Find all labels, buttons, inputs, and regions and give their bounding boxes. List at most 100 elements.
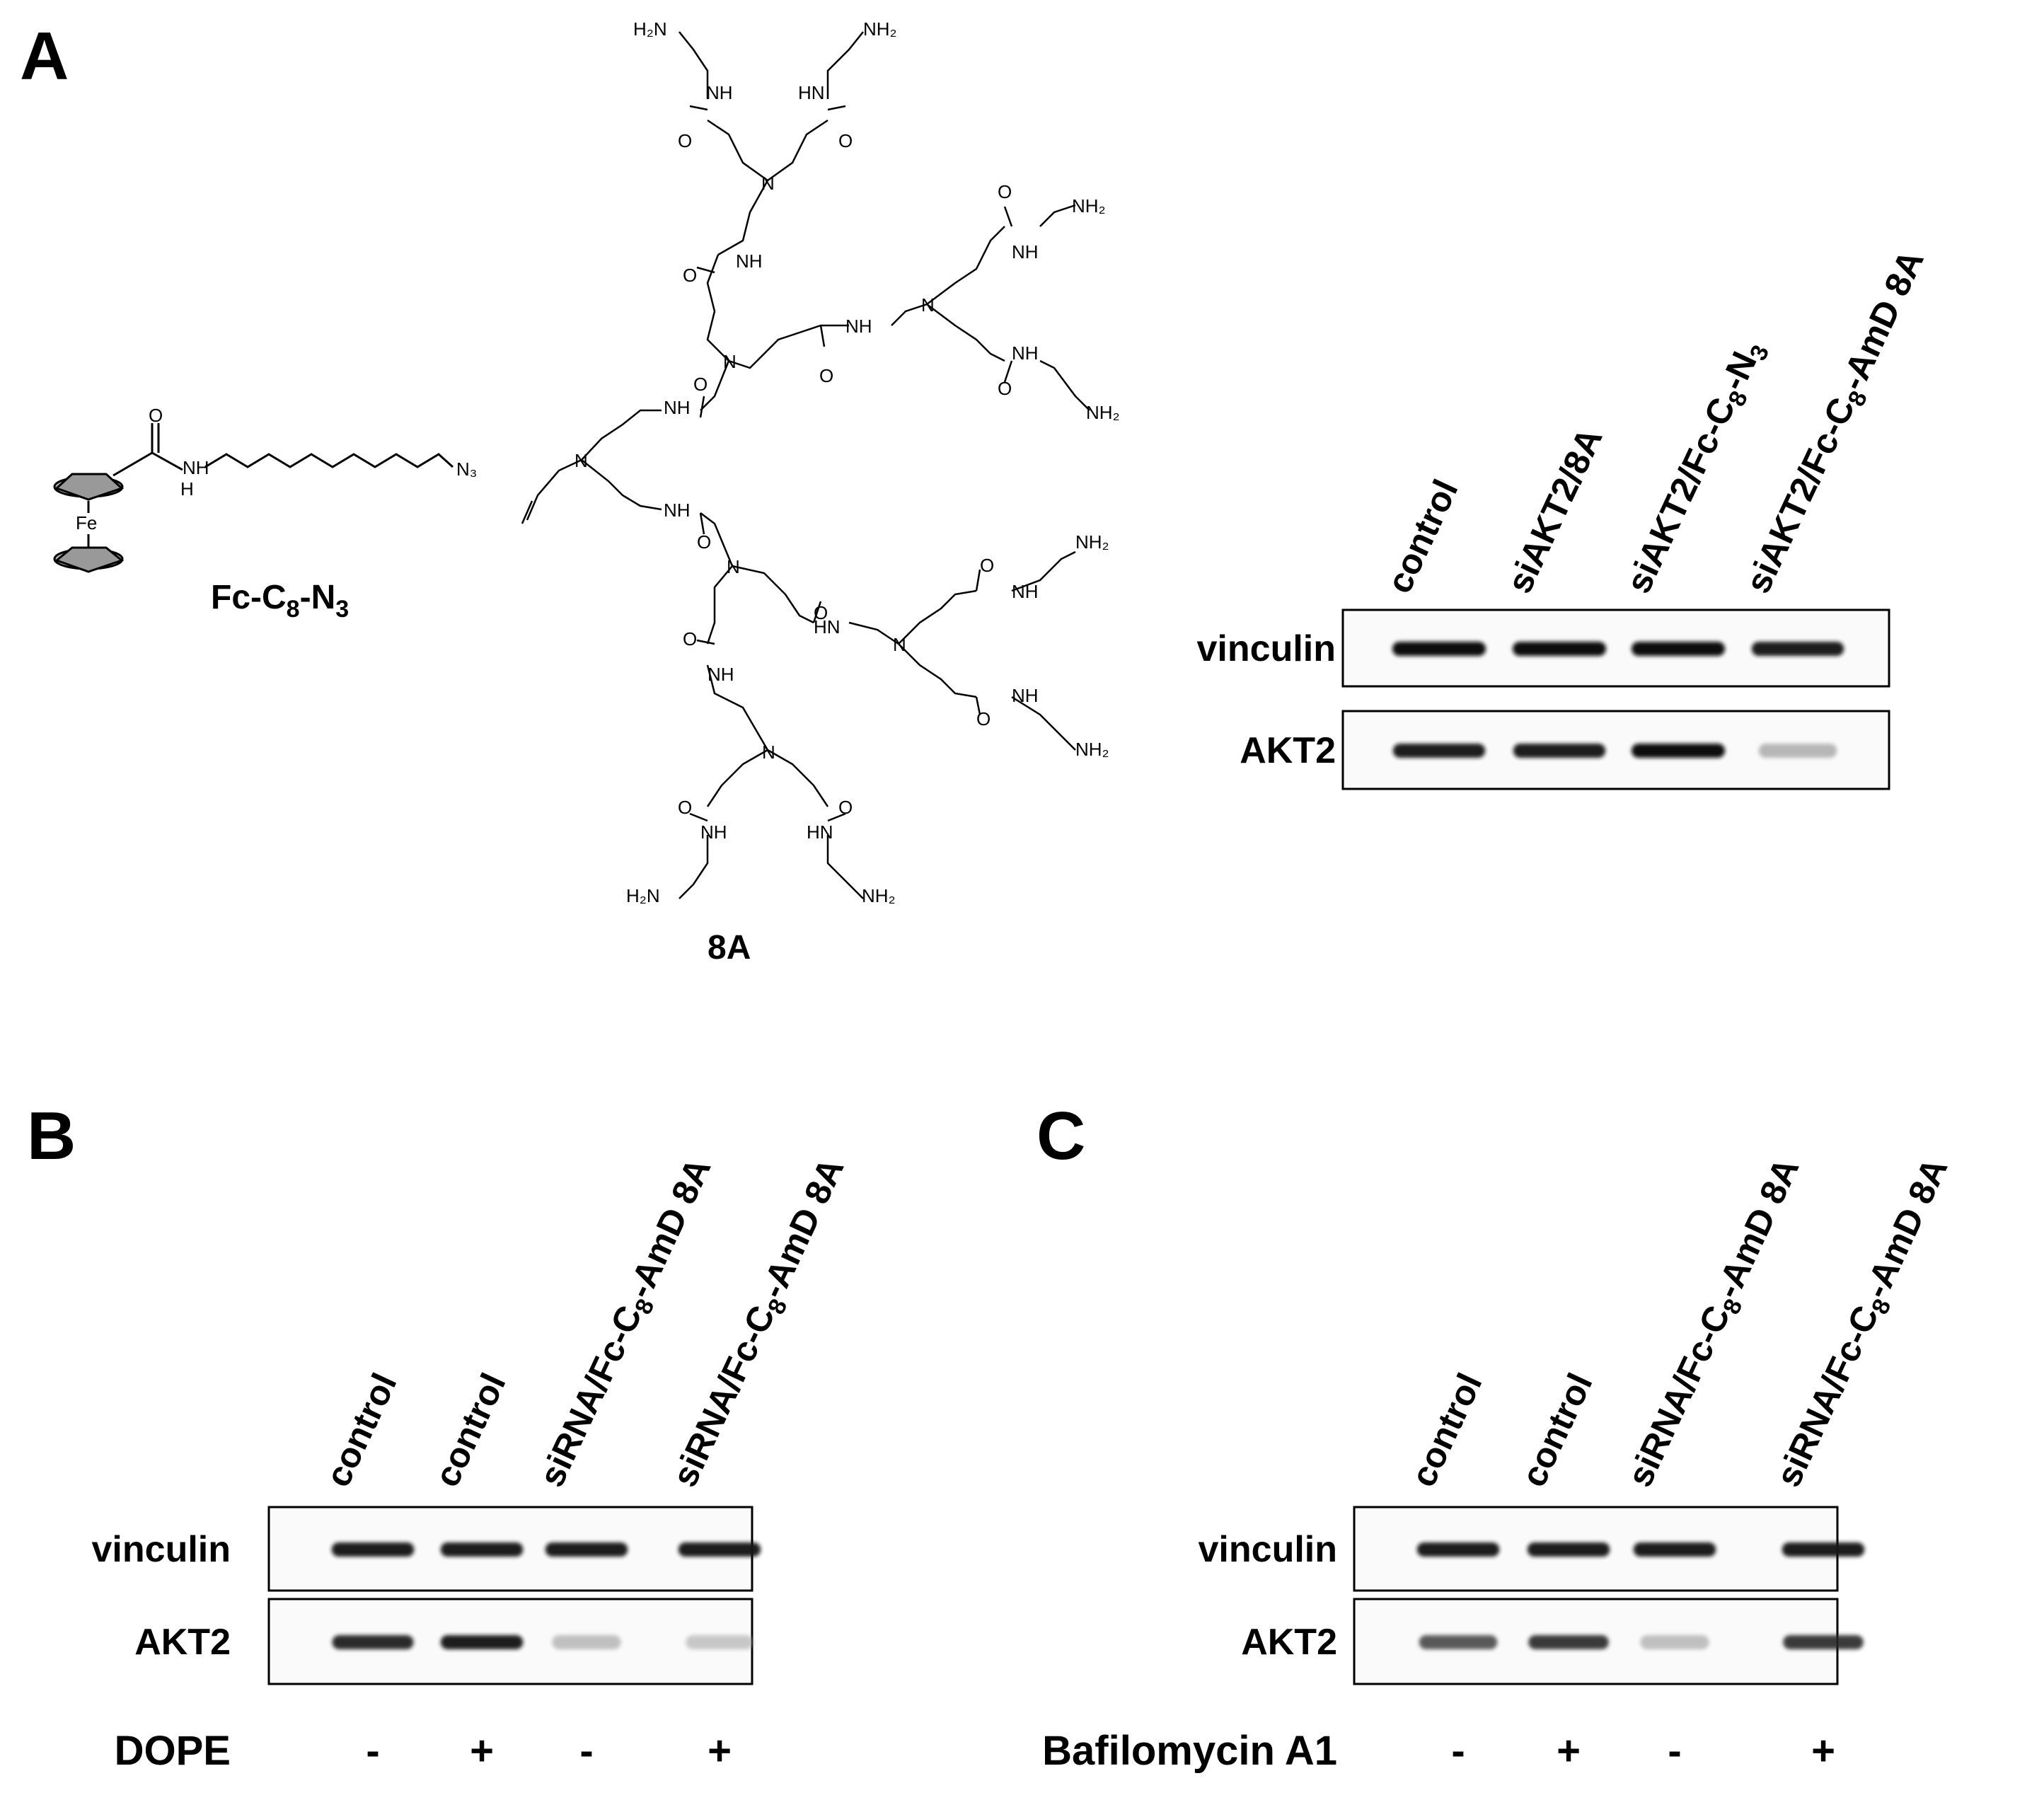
svg-text:O: O [678, 130, 692, 151]
condition-label: Bafilomycin A1 [1042, 1728, 1337, 1774]
blot-band [1632, 744, 1725, 758]
svg-text:NH: NH [706, 82, 733, 103]
structure-dendrimer-8a [521, 31, 1090, 899]
condition-value: + [1811, 1728, 1835, 1774]
blot-row-label: vinculin [1197, 628, 1336, 669]
lane-label: control [1403, 1367, 1489, 1492]
blot-band [686, 1635, 753, 1649]
panel-label-b: B [27, 1098, 76, 1174]
blot-band [1527, 1542, 1610, 1557]
condition-value: - [366, 1728, 379, 1774]
svg-text:N: N [574, 450, 588, 471]
svg-text:HN: HN [807, 821, 833, 843]
condition-value: - [1668, 1728, 1681, 1774]
blot-band [1416, 1542, 1500, 1557]
svg-text:NH₂: NH₂ [862, 885, 896, 906]
svg-text:NH₂: NH₂ [1086, 402, 1120, 423]
svg-text:O: O [976, 708, 991, 729]
lane-label: control [427, 1367, 513, 1492]
svg-text:N: N [727, 556, 740, 577]
panel-label-c: C [1037, 1098, 1085, 1174]
condition-value: - [1451, 1728, 1465, 1774]
blot-band [1633, 1542, 1716, 1557]
blot-band [332, 1635, 414, 1649]
blot-band [440, 1542, 524, 1557]
blot-band [1513, 642, 1606, 656]
svg-text:Fe: Fe [76, 512, 97, 533]
svg-text:NH: NH [700, 821, 727, 843]
lane-label: control [1513, 1367, 1600, 1492]
svg-text:NH: NH [664, 397, 691, 418]
blot-row-label: AKT2 [1240, 730, 1336, 771]
lane-label: siAKT2/Fc-C8-AmD 8A [1738, 244, 1936, 601]
condition-value: + [708, 1728, 732, 1774]
svg-text:NH: NH [1012, 581, 1039, 602]
blot-band [1392, 642, 1486, 656]
lane-label: siAKT2/8A [1499, 422, 1610, 599]
svg-text:N: N [893, 634, 906, 655]
svg-text:NH: NH [736, 250, 763, 272]
blot-row-label: vinculin [92, 1529, 231, 1570]
blot-band [1640, 1635, 1709, 1649]
structure-fc-c8-n3 [53, 423, 454, 573]
svg-text:O: O [998, 181, 1012, 202]
blot-band [1419, 1635, 1498, 1649]
blot-band [545, 1542, 628, 1557]
blot-band [1758, 744, 1837, 758]
svg-text:NH: NH [708, 664, 734, 685]
blot-band [1783, 1635, 1864, 1649]
lane-label: control [318, 1367, 404, 1492]
svg-text:O: O [819, 365, 833, 386]
blot-row-label: vinculin [1199, 1529, 1337, 1570]
blot-band [331, 1542, 415, 1557]
blot-band [1751, 642, 1844, 656]
blot-band [1632, 642, 1725, 656]
svg-text:NH₂: NH₂ [863, 18, 897, 40]
panel-label-a: A [20, 18, 69, 94]
compound-name-fc-c8-n3: Fc-C8-N3 [211, 579, 349, 623]
svg-text:NH: NH [845, 316, 872, 337]
svg-text:N: N [761, 173, 775, 194]
svg-text:H₂N: H₂N [633, 18, 667, 40]
blot-band [678, 1542, 761, 1557]
compound-name-8a: 8A [708, 929, 751, 967]
svg-text:O: O [838, 130, 853, 151]
lane-label: siRNA/Fc-C8-AmD 8A [1619, 1152, 1811, 1494]
svg-text:H₂N: H₂N [626, 885, 660, 906]
blot-row-label: AKT2 [134, 1622, 231, 1663]
svg-text:NH: NH [183, 457, 209, 478]
blot-band [1513, 744, 1606, 758]
blot-band [1782, 1542, 1865, 1557]
svg-text:H: H [180, 478, 194, 500]
svg-text:O: O [149, 405, 163, 426]
structure-fc-labels: O NH H Fe N₃ [76, 405, 477, 533]
lane-label: control [1379, 473, 1465, 599]
condition-label: DOPE [115, 1728, 231, 1774]
svg-text:O: O [814, 602, 828, 623]
blot-band [1392, 744, 1486, 758]
blot-band [440, 1635, 524, 1649]
blot-band [552, 1635, 621, 1649]
lane-label: siRNA/Fc-C8-AmD 8A [1768, 1152, 1960, 1494]
svg-text:O: O [678, 797, 692, 818]
svg-text:NH: NH [664, 500, 691, 521]
svg-text:NH: NH [1012, 342, 1039, 364]
svg-text:O: O [998, 378, 1012, 399]
svg-text:O: O [838, 797, 853, 818]
svg-text:NH: NH [1012, 685, 1039, 706]
svg-text:NH₂: NH₂ [1075, 531, 1109, 553]
svg-text:N: N [762, 742, 775, 763]
blot-row-label: AKT2 [1241, 1622, 1337, 1663]
condition-value: - [579, 1728, 593, 1774]
svg-text:N₃: N₃ [456, 458, 477, 480]
svg-text:NH: NH [1012, 241, 1039, 262]
svg-text:O: O [683, 628, 697, 650]
svg-text:O: O [980, 555, 994, 576]
svg-text:O: O [693, 374, 708, 395]
svg-text:N: N [921, 294, 935, 316]
condition-value: + [1557, 1728, 1581, 1774]
condition-value: + [470, 1728, 494, 1774]
